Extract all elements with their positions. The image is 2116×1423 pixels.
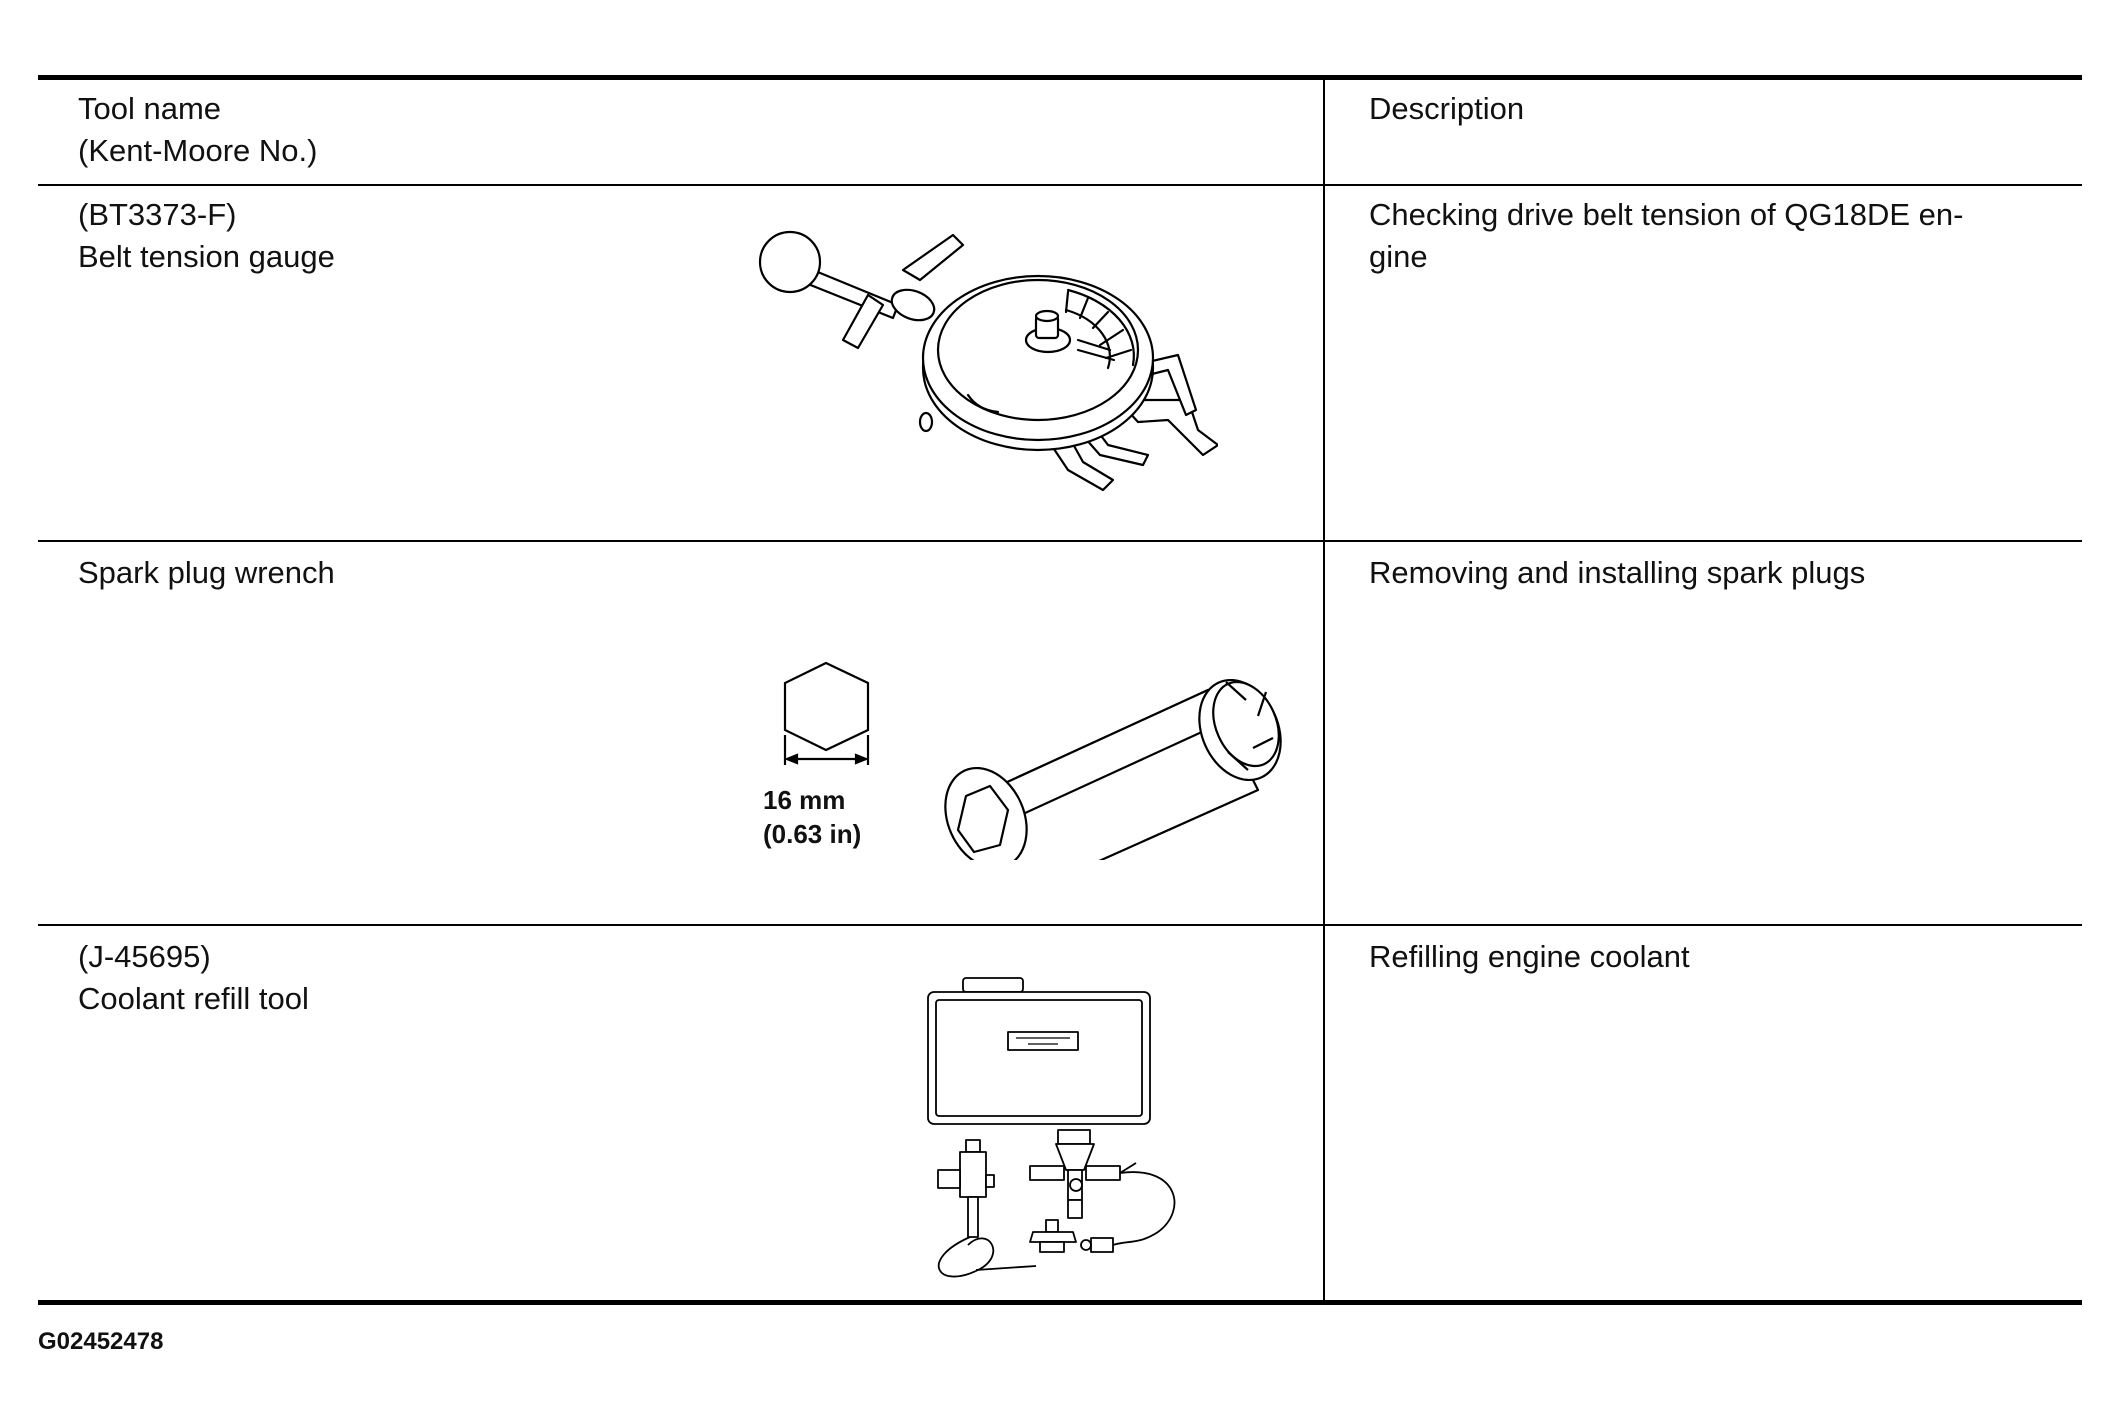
dimension-in: (0.63 in) bbox=[763, 819, 862, 849]
row-3-tool-name: (J-45695) Coolant refill tool bbox=[78, 939, 309, 1016]
row-3-description: Refilling engine coolant bbox=[1369, 939, 1690, 974]
header-description: Description bbox=[1369, 91, 1525, 126]
header-tool-name: Tool name (Kent-Moore No.) bbox=[78, 91, 318, 168]
coolant-refill-tool-illustration bbox=[927, 977, 1176, 1278]
figure-id: G02452478 bbox=[38, 1328, 164, 1355]
row-divider bbox=[38, 540, 2082, 542]
header-divider bbox=[38, 184, 2082, 186]
row-2-description: Removing and installing spark plugs bbox=[1369, 555, 1866, 590]
row-divider bbox=[38, 924, 2082, 926]
dimension-mm: 16 mm bbox=[763, 785, 846, 815]
row-2-tool-name: Spark plug wrench bbox=[78, 555, 335, 590]
belt-tension-gauge-illustration bbox=[758, 230, 1218, 492]
spark-plug-socket-illustration bbox=[944, 678, 1282, 860]
hex-dimension-illustration bbox=[783, 661, 870, 765]
row-1-description: Checking drive belt tension of QG18DE en… bbox=[1369, 197, 1964, 274]
special-tools-table: Tool name (Kent-Moore No.) Description (… bbox=[38, 75, 2082, 1305]
row-1-tool-name: (BT3373-F) Belt tension gauge bbox=[78, 197, 335, 274]
column-divider bbox=[1323, 80, 1325, 1300]
